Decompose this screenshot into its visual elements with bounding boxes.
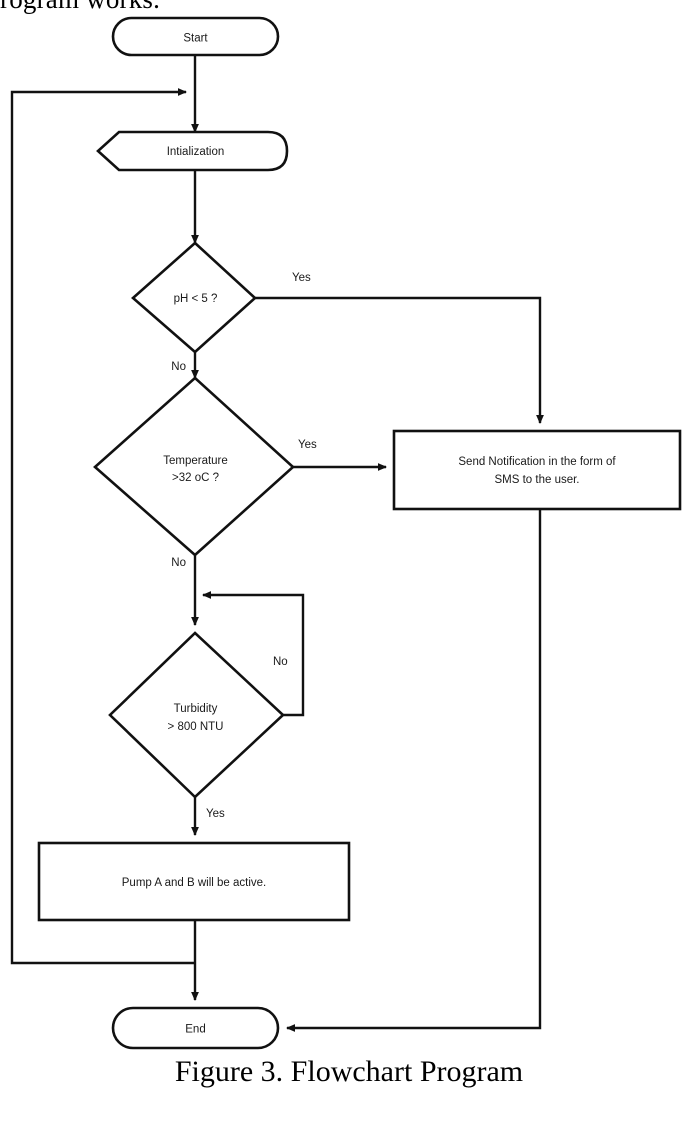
start-shape [111, 16, 280, 57]
pump-shape [37, 841, 351, 922]
edge-pump-to-init-loop [10, 88, 195, 965]
edge-label-ph-yes: Yes [292, 272, 311, 284]
node-send-notification[interactable]: Send Notification in the form of SMS to … [392, 429, 682, 511]
ph-decision-label: pH < 5 ? [174, 293, 218, 305]
edge-notify-to-end [286, 509, 542, 1032]
edge-labels-group: Yes No Yes No No Yes [171, 272, 317, 820]
start-label: Start [183, 33, 208, 45]
notification-label-line2: SMS to the user. [494, 474, 579, 486]
node-temperature-decision[interactable]: Temperature >32 oC ? [93, 376, 295, 557]
turbidity-label-line1: Turbidity [174, 703, 218, 715]
temperature-label-line1: Temperature [163, 455, 228, 467]
end-label: End [185, 1024, 205, 1036]
notification-label-line1: Send Notification in the form of [458, 456, 616, 468]
node-end[interactable]: End [111, 1006, 280, 1050]
turbidity-decision-shape [108, 631, 285, 799]
edge-label-temperature-no: No [171, 557, 186, 569]
pump-label: Pump A and B will be active. [122, 877, 266, 889]
edge-label-turbidity-yes: Yes [206, 808, 225, 820]
temperature-decision-shape [93, 376, 295, 557]
figure-caption: Figure 3. Flowchart Program [174, 1055, 524, 1088]
edge-label-turbidity-no: No [273, 656, 288, 668]
edge-ph-yes-to-notify [255, 296, 544, 424]
connectors-group [10, 55, 544, 1032]
node-initialization[interactable]: Intialization [96, 130, 289, 172]
initialization-label: Intialization [167, 146, 225, 158]
edge-turbidity-no-loop [202, 591, 305, 717]
turbidity-label-line2: > 800 NTU [168, 721, 224, 733]
edge-label-temperature-yes: Yes [298, 439, 317, 451]
node-start[interactable]: Start [111, 16, 280, 57]
edge-label-ph-no: No [171, 361, 186, 373]
end-shape [111, 1006, 280, 1050]
node-pump[interactable]: Pump A and B will be active. [37, 841, 351, 922]
ph-decision-shape [131, 241, 257, 354]
clipped-heading-text: rogram works. [0, 0, 400, 15]
send-notification-shape [392, 429, 682, 511]
initialization-shape [96, 130, 289, 172]
temperature-label-line2: >32 oC ? [172, 472, 219, 484]
node-turbidity-decision[interactable]: Turbidity > 800 NTU [108, 631, 285, 799]
node-ph-decision[interactable]: pH < 5 ? [131, 241, 257, 354]
